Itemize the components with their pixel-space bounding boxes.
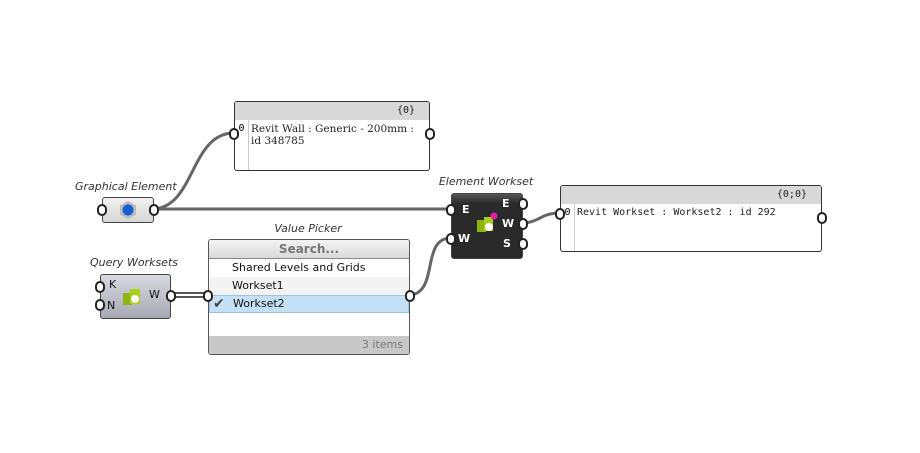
workset-input-e-grip[interactable]: [446, 204, 456, 216]
element-workset-component[interactable]: E W E W S: [451, 193, 523, 259]
panel-path: {0}: [235, 102, 429, 120]
query-worksets-label: Query Worksets: [90, 256, 178, 269]
input-e: E: [462, 203, 470, 216]
list-item-label: Workset2: [233, 297, 285, 310]
value-picker-label: Value Picker: [274, 222, 342, 235]
graphical-element-component[interactable]: [102, 197, 154, 223]
workset-output-s-grip[interactable]: [518, 238, 528, 250]
output-s: S: [503, 237, 511, 250]
list-item[interactable]: Workset1: [209, 277, 409, 295]
output-w: W: [502, 217, 515, 230]
element-workset-label: Element Workset: [438, 175, 534, 188]
workset-output-e-grip[interactable]: [518, 198, 528, 210]
picker-output-grip[interactable]: [405, 290, 415, 302]
query-worksets-component[interactable]: K N W: [100, 274, 171, 319]
workset-input-w-grip[interactable]: [446, 233, 456, 245]
panel-text: Revit Wall : Generic - 200mm : id 348785: [251, 123, 414, 147]
panel1-input-grip[interactable]: [229, 128, 239, 140]
input-w: W: [458, 232, 471, 245]
panel2-input-grip[interactable]: [555, 208, 565, 220]
picker-input-grip[interactable]: [203, 290, 213, 302]
output-e: E: [502, 197, 510, 210]
graphical-input-grip[interactable]: [97, 204, 107, 216]
output-w: W: [149, 288, 160, 301]
list-item-selected[interactable]: ✔ Workset2: [209, 295, 409, 313]
checkmark-icon: ✔: [213, 296, 225, 312]
panel-text: Revit Workset : Workset2 : id 292: [577, 207, 776, 218]
panel-path: {0;0}: [561, 186, 821, 204]
graphical-output-grip[interactable]: [149, 204, 159, 216]
panel-index: 0: [235, 120, 249, 170]
panel-wall[interactable]: {0} 0 Revit Wall : Generic - 200mm : id …: [234, 101, 430, 171]
list-item[interactable]: Shared Levels and Grids: [232, 261, 366, 274]
value-picker[interactable]: Search... Shared Levels and Grids Workse…: [208, 239, 410, 355]
panel-index: 0: [561, 204, 575, 251]
input-n: N: [107, 299, 116, 312]
panel1-output-grip[interactable]: [425, 128, 435, 140]
wire-picker-to-workset: [407, 236, 452, 297]
element-hexagon-icon: [120, 201, 136, 219]
query-input-n-grip[interactable]: [95, 299, 105, 311]
query-output-w-grip[interactable]: [166, 290, 176, 302]
graphical-element-label: Graphical Element: [75, 180, 177, 193]
panel-workset[interactable]: {0;0} 0 Revit Workset : Workset2 : id 29…: [560, 185, 822, 252]
panel2-output-grip[interactable]: [817, 212, 827, 224]
workset-icon: [477, 212, 498, 232]
wire-graphical-to-panel: [151, 131, 235, 211]
input-k: K: [109, 278, 117, 291]
workset-icon: [123, 289, 140, 305]
search-input[interactable]: Search...: [209, 240, 409, 259]
item-count: 3 items: [209, 336, 409, 354]
query-input-k-grip[interactable]: [95, 281, 105, 293]
workset-output-w-grip[interactable]: [518, 218, 528, 230]
